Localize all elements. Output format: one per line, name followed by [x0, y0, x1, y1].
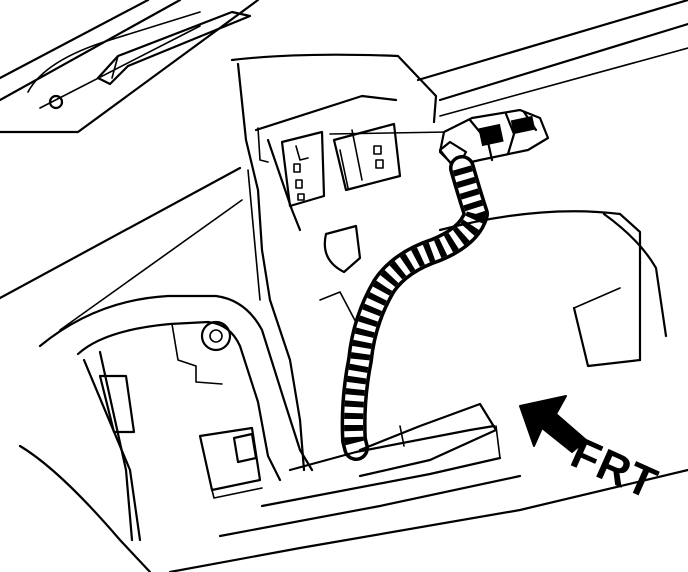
door-opening: [18, 294, 314, 572]
left-mounting-clip: [280, 130, 326, 208]
cowl-edge-line: [0, 166, 242, 300]
upper-dash-panel: [0, 0, 260, 134]
leader-line: [329, 131, 449, 135]
center-bracket: [230, 53, 438, 472]
upper-right-panel: [416, 0, 688, 117]
right-mounting-clip: [332, 122, 402, 192]
wiring-harness: [340, 155, 489, 461]
cowl-inner-line: [59, 199, 243, 331]
quarter-panel: [358, 210, 668, 478]
bolt-hole-icon: [200, 320, 232, 352]
arrow-up-left-icon: [519, 395, 587, 453]
panel-screw-icon: [48, 94, 64, 110]
sill-lines: [168, 424, 688, 572]
latch-box: [198, 426, 263, 499]
